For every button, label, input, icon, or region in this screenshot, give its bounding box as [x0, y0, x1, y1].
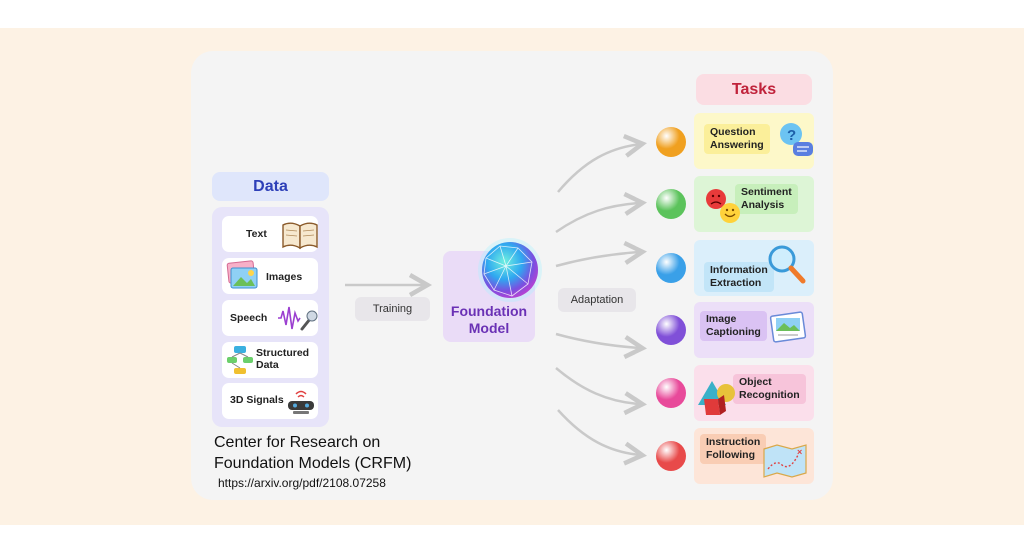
data-title: Data: [212, 172, 329, 201]
task-sphere-icon: [656, 441, 686, 471]
task-label-line1: Object: [739, 376, 772, 388]
question-bubble-icon: ?: [775, 118, 815, 167]
task-label-line1: Question: [710, 126, 756, 138]
data-item-speech: Speech: [222, 300, 318, 336]
task-label-line2: Extraction: [710, 277, 762, 289]
task-sphere-icon: [656, 127, 686, 157]
data-item-label: Structured Data: [256, 347, 310, 371]
credit-line1: Center for Research on: [214, 434, 381, 451]
task-label-line1: Information: [710, 264, 768, 276]
data-item-structured-data: Structured Data: [222, 342, 318, 378]
task-label-line2: Analysis: [741, 199, 785, 211]
emoji-faces-icon: [702, 183, 746, 232]
task-sphere-icon: [656, 378, 686, 408]
task-label-line2: Recognition: [739, 389, 800, 401]
adapt-arrow-1: [557, 133, 647, 193]
shapes-icon: [696, 375, 742, 426]
source-url: https://arxiv.org/pdf/2108.07258: [218, 476, 386, 490]
task-label-line2: Captioning: [706, 326, 761, 338]
task-label-line1: Instruction: [706, 436, 761, 448]
images-icon: [226, 260, 258, 289]
structured-data-icon: [227, 346, 253, 374]
svg-text:×: ×: [797, 447, 802, 457]
adapt-arrow-2: [555, 191, 648, 234]
book-icon: [282, 222, 318, 250]
adaptation-label: Adaptation: [558, 288, 636, 312]
magnifier-icon: [764, 241, 808, 294]
foundation-model-label: Foundation Model: [443, 303, 535, 337]
adapt-arrow-6: [557, 409, 647, 466]
data-item-3d-signals: 3D Signals: [222, 383, 318, 419]
adapt-arrow-4: [555, 332, 648, 360]
tasks-title: Tasks: [696, 74, 812, 105]
task-label-line2: Answering: [710, 139, 764, 151]
training-label: Training: [355, 297, 430, 321]
adapt-arrow-5: [555, 367, 648, 416]
microphone-icon: [278, 306, 318, 331]
task-sphere-icon: [656, 253, 686, 283]
data-item-label: Speech: [230, 312, 268, 324]
task-label-line1: Image: [706, 313, 737, 325]
data-item-text: Text: [222, 216, 318, 252]
foundation-model-label-line2: Model: [468, 320, 510, 336]
data-item-label: Images: [266, 271, 303, 283]
data-item-label: Text: [246, 228, 267, 240]
map-icon: ×: [762, 441, 808, 484]
task-sphere-icon: [656, 189, 686, 219]
task-label-line2: Following: [706, 449, 755, 461]
picture-icon: [768, 308, 810, 353]
task-sphere-icon: [656, 315, 686, 345]
sensor-icon: [288, 390, 314, 414]
task-label-line1: Sentiment: [741, 186, 792, 198]
credit-line2: Foundation Models (CRFM): [214, 455, 412, 472]
foundation-model-label-line1: Foundation: [450, 303, 528, 319]
data-item-label: 3D Signals: [230, 394, 284, 406]
svg-text:?: ?: [787, 127, 796, 144]
data-item-images: Images: [222, 258, 318, 294]
adapt-arrow-3: [555, 240, 648, 268]
